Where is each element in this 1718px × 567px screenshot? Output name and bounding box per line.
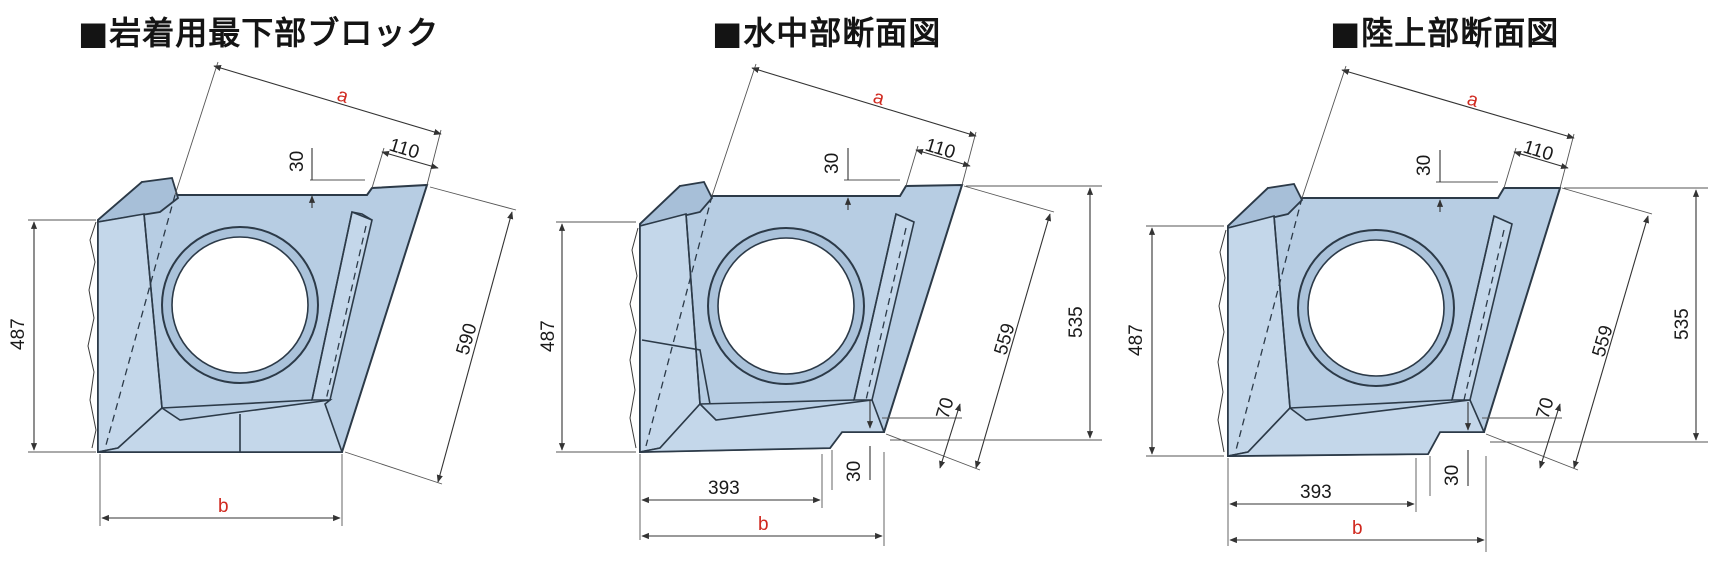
dim-label-a: a <box>1465 89 1482 112</box>
dim-label-590: 590 <box>453 321 482 357</box>
title-land-section: ■陸上部断面図 <box>1330 14 1560 52</box>
dim-label-487-a: 487 <box>8 318 29 350</box>
dim-label-535-a: 535 <box>1066 306 1087 338</box>
dim-label-a: a <box>871 87 888 110</box>
dim-label-30-top: 30 <box>287 151 308 172</box>
dim-label-487-b: 487 <box>538 320 559 352</box>
title-underwater-section: ■水中部断面図 <box>712 14 942 52</box>
rock-face-line <box>629 227 639 449</box>
dim-label-110: 110 <box>923 135 958 164</box>
dim-label-110: 110 <box>387 135 422 164</box>
dim-label-b: b <box>218 496 229 517</box>
dim-label-b: b <box>758 514 769 535</box>
dim-label-70-a: 70 <box>933 395 959 421</box>
dim-label-70-b: 70 <box>1533 395 1559 421</box>
bottom-floor-face <box>1227 399 1486 457</box>
hidden-line-right <box>865 227 907 401</box>
hidden-line-right <box>325 225 367 401</box>
bottom-floor-face <box>639 399 886 453</box>
dim-label-487-c: 487 <box>1126 324 1147 356</box>
dim-label-30-bottom-a: 30 <box>844 461 865 482</box>
dim-label-30-bottom-b: 30 <box>1442 465 1463 486</box>
hidden-line-left <box>1235 197 1303 451</box>
dim-label-30-top: 30 <box>1414 155 1435 176</box>
dim-label-393-b: 393 <box>1300 482 1332 503</box>
title-bottom-block: ■岩着用最下部ブロック <box>78 14 440 52</box>
section-underwater: a 110 30 487 559 535 70 30 <box>538 63 1102 546</box>
section-bottom-block: a 110 30 487 590 b <box>8 61 517 526</box>
dim-label-393-a: 393 <box>708 478 740 499</box>
dim-label-559-a: 559 <box>991 321 1020 357</box>
hidden-line-right <box>1463 229 1505 401</box>
dim-label-a: a <box>335 85 352 108</box>
dim-label-b: b <box>1352 518 1363 539</box>
rock-face-line <box>87 221 97 449</box>
pipe-opening <box>171 236 309 374</box>
dim-label-110: 110 <box>1521 137 1556 166</box>
bottom-floor-face <box>97 398 344 453</box>
rock-face-line <box>1217 229 1227 453</box>
dim-label-559-b: 559 <box>1589 323 1618 359</box>
section-land: a 110 30 487 559 535 70 30 <box>1126 65 1708 552</box>
pipe-opening <box>1307 239 1445 377</box>
dim-label-30-top: 30 <box>822 153 843 174</box>
pipe-opening <box>717 237 855 375</box>
hidden-line-left <box>105 194 176 446</box>
dim-label-535-b: 535 <box>1672 308 1693 340</box>
